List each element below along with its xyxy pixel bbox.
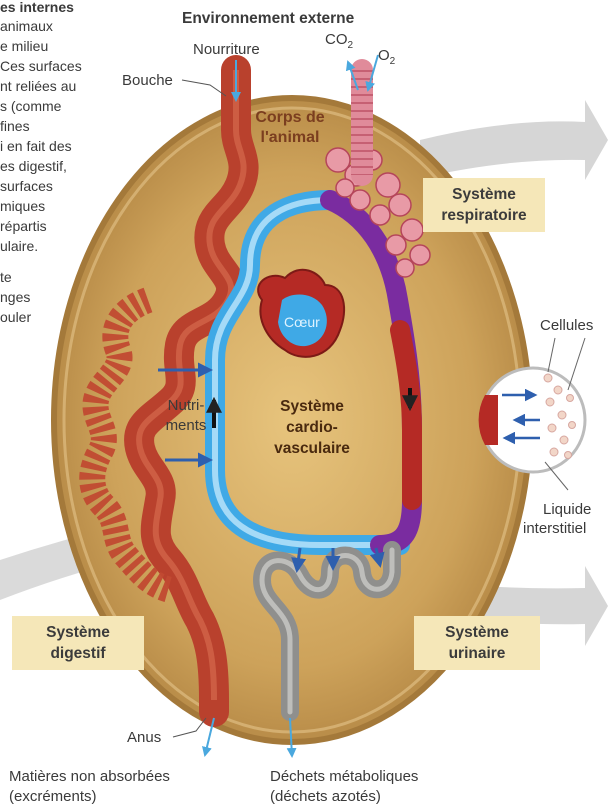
digestive-line2: digestif — [12, 643, 144, 664]
o2-text: O — [378, 47, 390, 64]
waste-line2: (déchets azotés) — [270, 787, 418, 807]
urinary-line2: urinaire — [414, 643, 540, 664]
unabsorbed-line2: (excréments) — [9, 787, 170, 807]
side-line: ouler — [0, 308, 31, 328]
side-line: répartis — [0, 217, 47, 237]
body-label-line2: l'animal — [250, 128, 330, 148]
cells-label: Cellules — [540, 316, 593, 335]
side-line: e milieu — [0, 37, 48, 57]
cells-leader-2 — [568, 338, 585, 390]
cardio-line2: cardio- — [262, 417, 362, 438]
fluid-line2: interstitiel — [523, 519, 591, 538]
side-line: es digestif, — [0, 157, 67, 177]
side-line: surfaces — [0, 177, 53, 197]
metabolic-waste-label: Déchets métaboliques (déchets azotés) — [270, 767, 418, 807]
food-label: Nourriture — [193, 40, 260, 59]
side-line: nges — [0, 288, 30, 308]
co2-subscript: 2 — [348, 40, 354, 51]
mouth-leader — [182, 80, 226, 96]
respiratory-exchange-arrow — [420, 100, 608, 180]
urinary-system-box: Système urinaire — [414, 616, 540, 670]
side-line: animaux — [0, 17, 53, 37]
cardio-line3: vasculaire — [262, 438, 362, 459]
side-line: fines — [0, 117, 30, 137]
heart-label: Cœur — [284, 313, 320, 332]
cells-leader-1 — [548, 338, 555, 372]
co2-label: CO2 — [325, 30, 353, 55]
unabsorbed-line1: Matières non absorbées — [9, 767, 170, 787]
cardiovascular-label: Système cardio- vasculaire — [262, 396, 362, 459]
body-label: Corps de l'animal — [250, 108, 330, 148]
side-line: miques — [0, 197, 45, 217]
respiratory-system-box: Système respiratoire — [423, 178, 545, 232]
waste-line1: Déchets métaboliques — [270, 767, 418, 787]
digestive-line1: Système — [12, 622, 144, 643]
anus-label: Anus — [127, 728, 161, 747]
cardio-line1: Système — [262, 396, 362, 417]
unabsorbed-label: Matières non absorbées (excréments) — [9, 767, 170, 807]
side-line: i en fait des — [0, 137, 72, 157]
nutrients-line1: Nutri- — [160, 396, 212, 416]
respiratory-line2: respiratoire — [423, 205, 545, 226]
respiratory-line1: Système — [423, 184, 545, 205]
side-heading: es internes — [0, 0, 74, 18]
side-line: s (comme — [0, 97, 61, 117]
environment-label: Environnement externe — [182, 9, 354, 28]
body-label-line1: Corps de — [250, 108, 330, 128]
fluid-line1: Liquide — [523, 500, 591, 519]
nutrients-line2: ments — [160, 416, 212, 436]
side-line: Ces surfaces — [0, 57, 82, 77]
nutrients-label: Nutri- ments — [160, 396, 212, 436]
interstitial-fluid-label: Liquide interstitiel — [523, 500, 591, 538]
side-line: nt reliées au — [0, 77, 76, 97]
side-text-block: es internes animaux e milieu Ces surface… — [0, 0, 8, 332]
side-line: ulaire. — [0, 237, 38, 257]
digestive-system-box: Système digestif — [12, 616, 144, 670]
o2-subscript: 2 — [390, 56, 396, 67]
mouth-label: Bouche — [122, 71, 173, 90]
side-line: te — [0, 268, 12, 288]
urinary-line1: Système — [414, 622, 540, 643]
co2-text: CO — [325, 31, 348, 48]
o2-label: O2 — [378, 46, 395, 71]
